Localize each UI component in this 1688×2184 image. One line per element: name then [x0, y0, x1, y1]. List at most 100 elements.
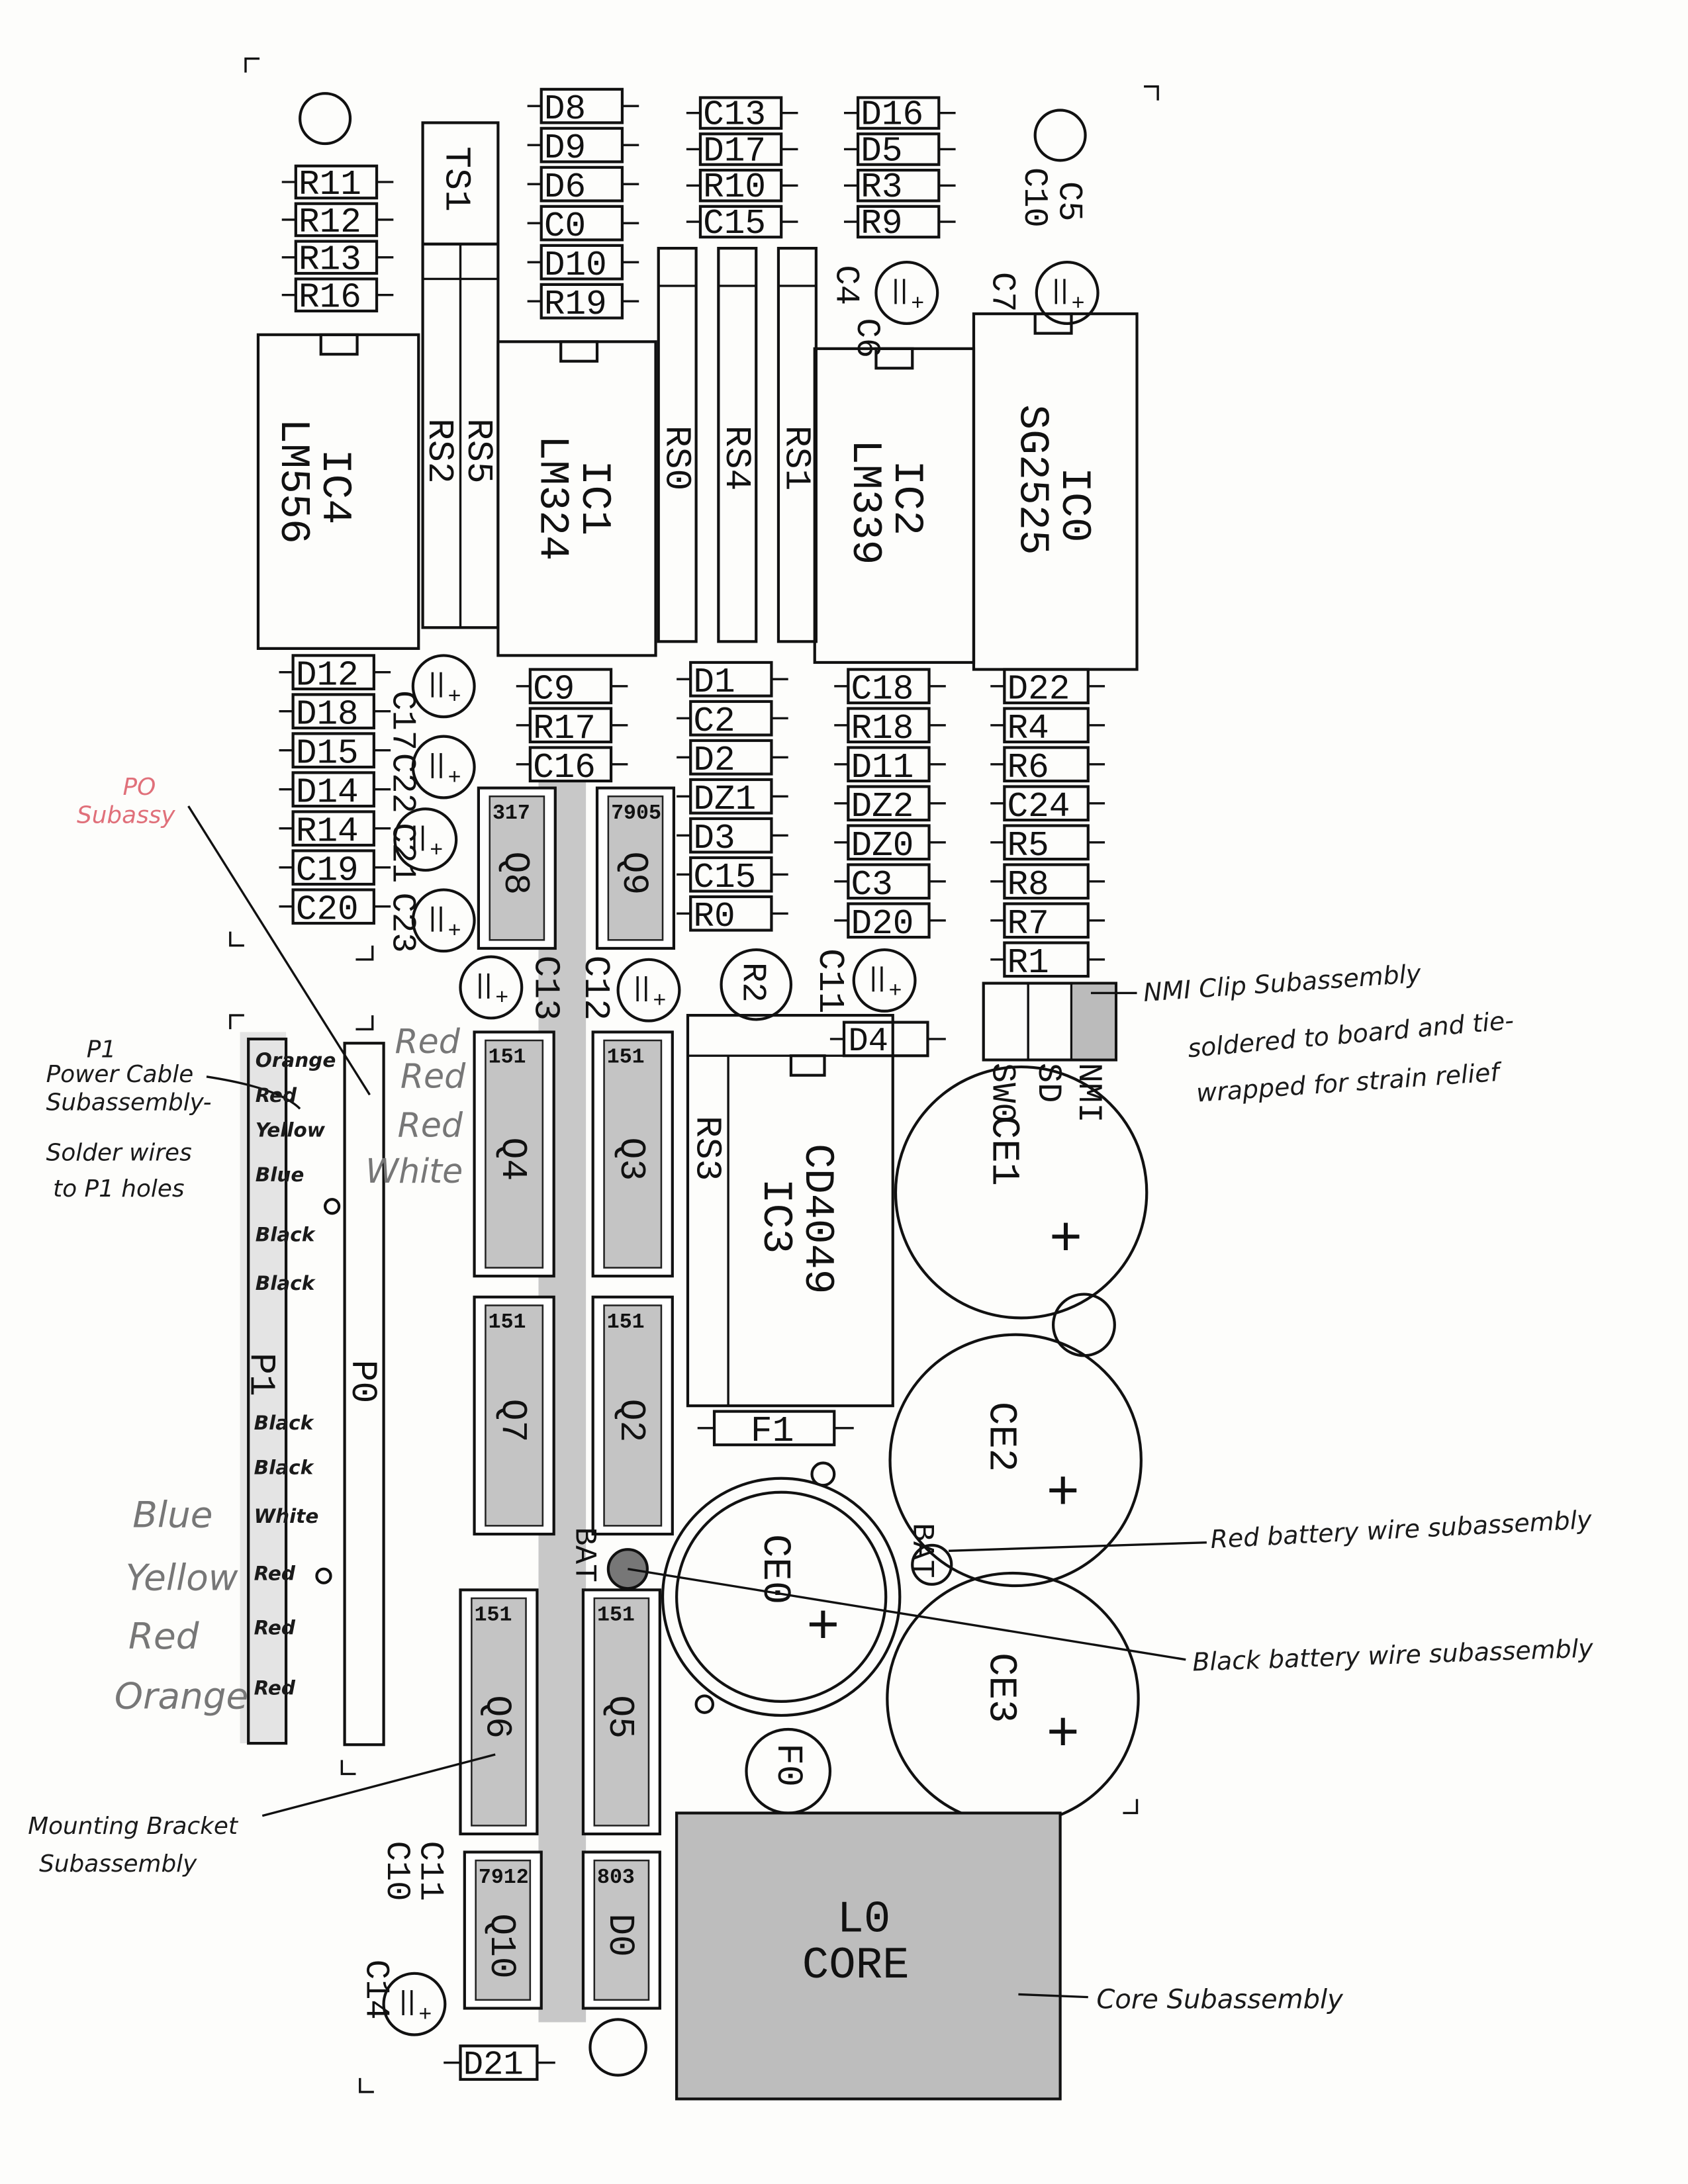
component-d8: D8 — [527, 87, 639, 129]
plus-mark: + — [1049, 1210, 1083, 1273]
plus-mark: + — [806, 1597, 840, 1660]
sw0-label: SW0 — [982, 1063, 1020, 1123]
rs5-label: RS5 — [457, 418, 498, 484]
component-r7: R7 — [990, 902, 1105, 944]
ic0-sg2525: IC0 SG2525 — [972, 312, 1139, 671]
ic4-lm556: IC4 LM556 — [256, 333, 420, 650]
component-dz1: DZ1 — [677, 778, 788, 819]
component-label: R7 — [1008, 904, 1049, 944]
component-label: D15 — [296, 734, 359, 774]
part-number: 151 — [607, 1046, 645, 1069]
component-label: C13 — [703, 95, 766, 135]
p1-cable-note: Subassembly- — [46, 1089, 212, 1116]
plus-mark: + — [888, 979, 902, 1005]
component-label: D10 — [544, 246, 607, 285]
p1-wire-label: Black — [256, 1223, 316, 1246]
plus-mark: + — [1047, 1705, 1080, 1768]
component-label: R17 — [533, 709, 596, 749]
shunt-strips: RS0 RS4 RS1 — [655, 246, 818, 643]
battery-terminal-negative[interactable]: BAT — [567, 1527, 649, 1590]
c22-label: C22 — [383, 753, 420, 813]
component-label: D11 — [851, 748, 914, 788]
mounting-hole — [299, 92, 352, 146]
mounting-hole — [1033, 109, 1087, 162]
component-d2: D2 — [677, 739, 788, 780]
nmi-label: NMI — [1069, 1063, 1107, 1123]
ce2-label: CE2 — [978, 1402, 1023, 1472]
battery-terminal-positive[interactable]: BAT — [904, 1523, 953, 1586]
component-label: R8 — [1008, 865, 1049, 905]
component-label: D16 — [861, 95, 923, 135]
part-number: 317 — [492, 802, 530, 825]
p1-connector[interactable]: P1 — [240, 1032, 288, 1745]
component-label: R11 — [299, 165, 361, 205]
component-c16: C16 — [516, 746, 628, 788]
component-label: C20 — [296, 890, 359, 930]
part-number: 151 — [597, 1604, 635, 1627]
component-r5: R5 — [990, 824, 1105, 866]
component-r14: R14 — [279, 810, 391, 852]
battery-wire-color-label: Orange — [115, 1674, 248, 1717]
p1-cable-note: P1 — [87, 1036, 116, 1063]
c6-label: C6 — [847, 318, 885, 358]
transistor-ref: Q8 — [494, 851, 536, 895]
ic1-part: LM324 — [529, 435, 577, 561]
ce2-capacitor: CE2 + — [888, 1333, 1143, 1588]
component-d9: D9 — [527, 126, 639, 168]
component-label: R10 — [703, 167, 766, 207]
component-d14: D14 — [279, 771, 391, 813]
component-label: D9 — [544, 128, 586, 168]
mounting-bracket-note: Mounting Bracket — [28, 1813, 239, 1840]
c10-top-label: C10 — [1015, 167, 1053, 228]
transistor-ref: Q2 — [610, 1399, 651, 1443]
component-d5: D5 — [843, 131, 956, 171]
capacitor: + — [1035, 261, 1100, 325]
component-dz2: DZ2 — [834, 785, 946, 827]
component-label: D14 — [296, 773, 359, 813]
plus-mark: + — [1047, 1463, 1080, 1526]
plus-mark: + — [1071, 292, 1084, 317]
plus-mark: + — [448, 685, 461, 710]
component-label: C3 — [851, 865, 893, 905]
c21-label: C21 — [383, 823, 420, 883]
ic0-ref: IC0 — [1051, 467, 1098, 543]
component-c9: C9 — [516, 668, 628, 709]
nmi-clip[interactable]: NMI SD SW0 — [982, 981, 1118, 1123]
component-r3: R3 — [843, 167, 956, 207]
transistor-ref: D0 — [599, 1913, 640, 1957]
capacitor: + — [411, 735, 476, 799]
p0-connector[interactable]: P0 — [342, 1042, 385, 1747]
core-label: CORE — [802, 1941, 910, 1991]
c12-label: C12 — [575, 955, 616, 1021]
black-battery-wire-note: Black battery wire subassembly — [1192, 1633, 1594, 1676]
core-subassembly-note: Core Subassembly — [1096, 1984, 1344, 2015]
part-number: 7912 — [479, 1866, 529, 1889]
battery-wire-color-label: Red — [128, 1615, 199, 1657]
component-d6: D6 — [527, 165, 639, 207]
plus-mark: + — [418, 2003, 432, 2028]
p1-wire-label: Red — [254, 1617, 296, 1639]
p0-wire-label: White — [365, 1152, 463, 1191]
p1-wire-label: Red — [254, 1563, 296, 1585]
component-r17: R17 — [516, 707, 628, 749]
component-label: D5 — [861, 131, 902, 171]
component-r8: R8 — [990, 863, 1105, 905]
component-d10: D10 — [527, 244, 639, 285]
component-label: C15 — [703, 204, 766, 244]
transistor-ref: Q7 — [492, 1399, 533, 1443]
component-label: D22 — [1008, 670, 1070, 709]
component-d3: D3 — [677, 817, 788, 858]
component-c13: C13 — [686, 95, 798, 135]
electrolytic-capacitors: ++++++++++ — [382, 261, 1100, 2036]
rs1-label: RS1 — [776, 426, 817, 491]
r2-resistor: R2 — [720, 948, 793, 1021]
p1-wire-label: Black — [254, 1412, 315, 1434]
rs4-label: RS4 — [716, 426, 757, 491]
ts1-sensor: TS1 RS5 RS2 — [418, 121, 500, 629]
